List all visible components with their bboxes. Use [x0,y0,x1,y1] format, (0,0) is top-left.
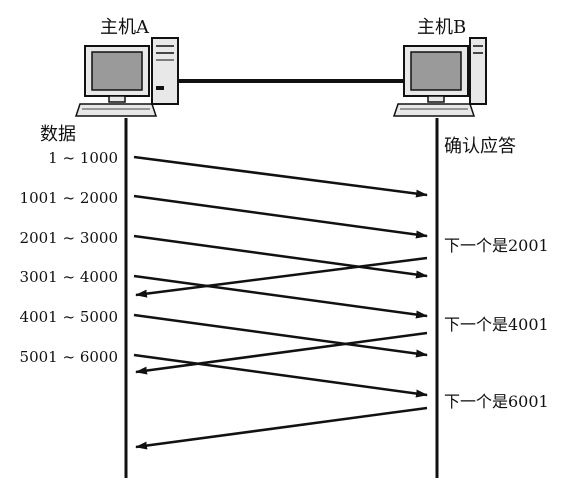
segment-arrow [133,194,428,239]
ack-label: 下一个是2001 [444,236,549,255]
ack-arrow [135,331,428,375]
segment-label: 5001 ~ 6000 [20,348,118,366]
segment-arrow [133,274,428,319]
segment-label: 2001 ~ 3000 [20,229,118,247]
segment-label: 1 ~ 1000 [48,149,118,167]
segment-arrow [133,313,428,358]
host-a-label: 主机A [100,17,150,38]
ack-label: 下一个是4001 [444,315,549,334]
ack-column-label: 确认应答 [444,136,516,157]
ack-arrow [135,256,428,298]
ack-arrow [135,406,428,450]
host-b-label: 主机B [417,17,466,38]
segment-label: 4001 ~ 5000 [20,308,118,326]
host-b-computer-icon [392,37,487,117]
ack-label: 下一个是6001 [444,392,549,411]
segment-label: 3001 ~ 4000 [20,268,118,286]
host-a-computer-icon [74,37,179,117]
segment-arrow [133,155,428,198]
data-column-label: 数据 [40,124,76,145]
segment-label: 1001 ~ 2000 [20,189,118,207]
segment-arrow [133,234,428,279]
segment-arrow [133,353,428,398]
